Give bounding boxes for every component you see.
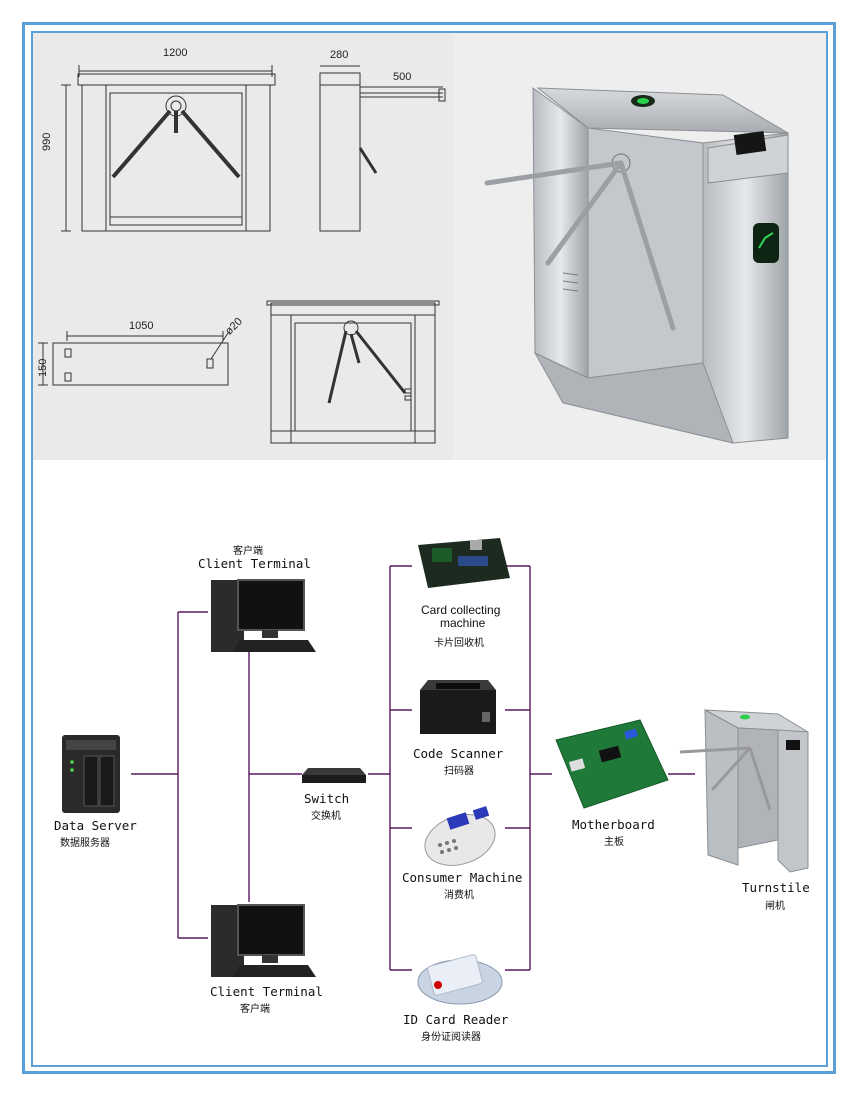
dim-depth-label: 280 [330,49,349,61]
data-server-label-zh: 数据服务器 [60,838,110,849]
client-top-label-zh: 客户端 [233,546,263,557]
turnstile-icon [679,709,809,873]
card-collecting-label-en-line1: Card collecting [421,603,501,617]
consumer-machine-label-zh: 消费机 [444,890,474,901]
consumer-machine-label-en: Consumer Machine [402,870,523,885]
technical-drawing-panel: 1200 990 280 500 1050 150 ø20 [33,33,453,460]
client-bottom-label-zh: 客户端 [240,1004,270,1015]
turnstile-label-en: Turnstile [742,880,810,895]
client-terminal-bottom-icon [211,904,316,977]
data-server-label-en: Data Server [54,818,137,833]
switch-label-zh: 交换机 [311,811,341,822]
id-card-reader-icon [417,954,503,1005]
client-bottom-label-en: Client Terminal [210,984,323,999]
card-collecting-machine-icon [418,538,510,588]
motherboard-label-zh: 主板 [604,837,624,848]
turnstile-photo-panel [453,33,826,460]
turnstile-3d-render [484,87,789,444]
data-server-icon [62,735,120,813]
id-card-reader-label-zh: 身份证阅读器 [421,1032,481,1043]
dim-arm-label: 500 [393,71,412,83]
code-scanner-icon [420,680,496,734]
motherboard-icon [555,719,669,809]
perspective-view [266,300,440,444]
consumer-machine-icon [424,806,496,866]
base-plate-view [38,331,229,386]
turnstile-label-zh: 闸机 [765,901,785,912]
outer-frame [22,22,836,1074]
inner-frame [31,31,828,1067]
front-view [61,65,276,232]
technical-drawing [38,65,446,444]
dim-base-length-label: 1050 [129,320,154,332]
card-collecting-label-en-line2: machine [440,616,486,630]
side-view [319,65,446,232]
dim-width-label: 1200 [163,47,188,59]
id-card-reader-label-en: ID Card Reader [403,1012,509,1027]
code-scanner-label-en: Code Scanner [413,746,504,761]
motherboard-label-en: Motherboard [572,817,655,832]
client-top-label-en: Client Terminal [198,556,311,571]
card-collecting-label-zh: 卡片回收机 [434,638,484,649]
code-scanner-label-zh: 扫码器 [444,766,474,777]
switch-label-en: Switch [304,791,350,806]
connection-lines [131,565,695,971]
switch-icon [302,768,366,783]
client-terminal-top-icon [211,579,316,652]
